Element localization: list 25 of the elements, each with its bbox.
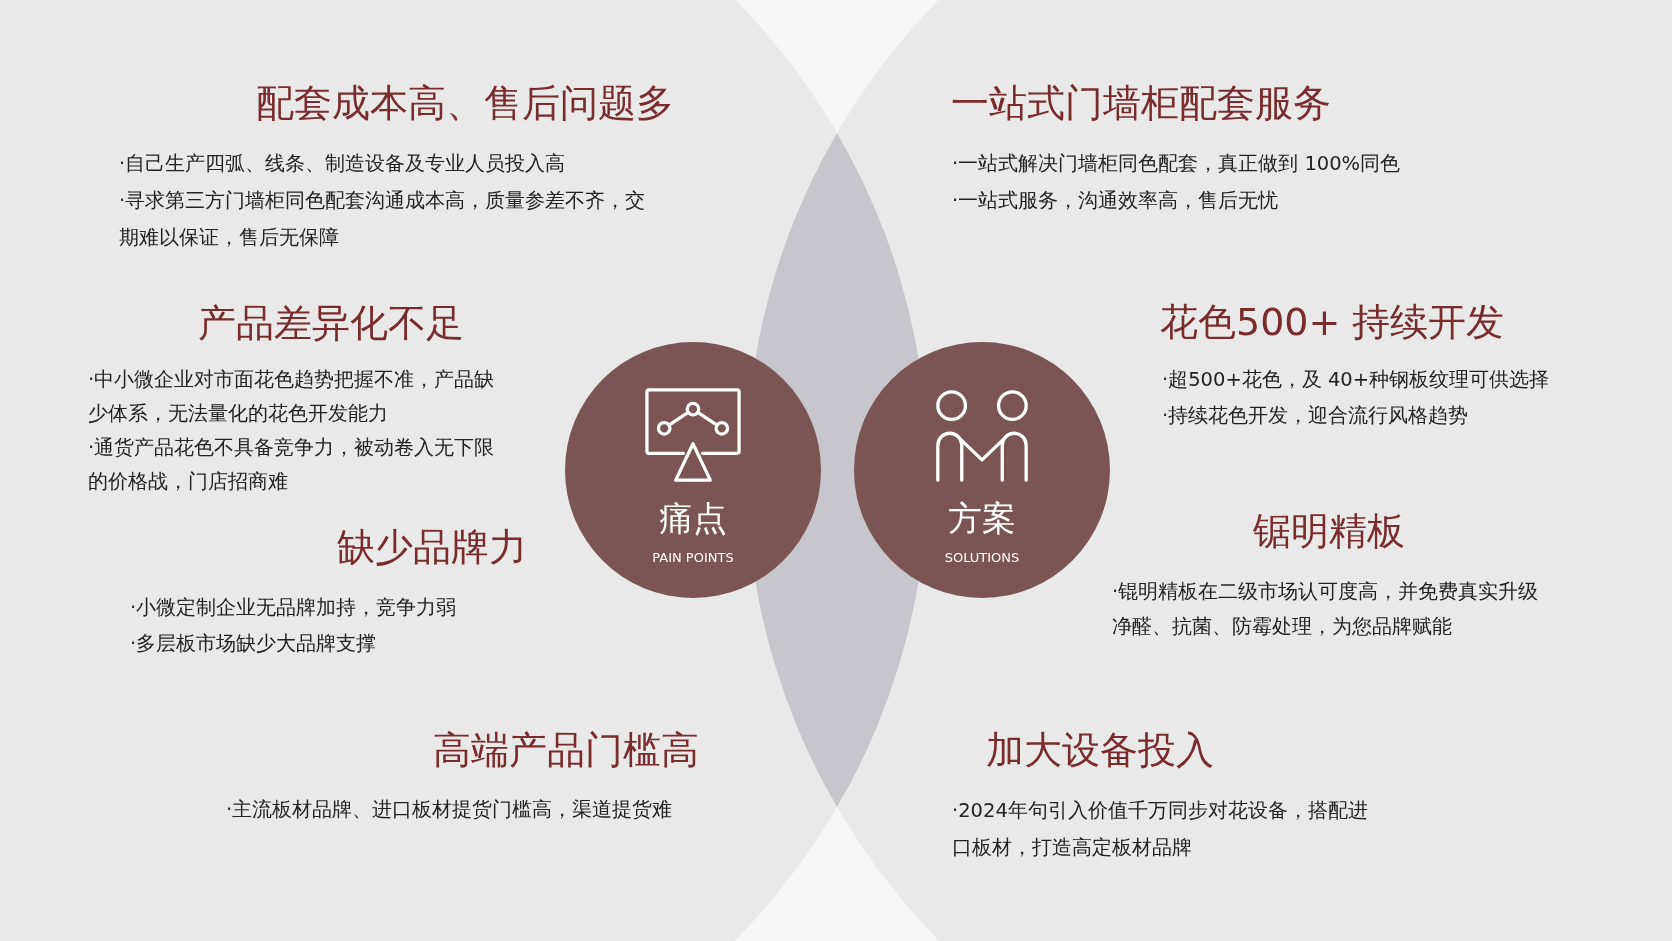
section-heading: 一站式门墙柜配套服务	[951, 80, 1331, 126]
section-heading: 高端产品门槛高	[433, 727, 699, 773]
section-heading: 产品差异化不足	[198, 300, 464, 346]
section-heading: 锯明精板	[1253, 508, 1405, 554]
bullet-text: ·一站式服务，沟通效率高，售后无忧	[952, 187, 1280, 214]
bullet-text: ·主流板材品牌、进口板材提货门槛高，渠道提货难	[226, 797, 674, 823]
bullet-text: ·寻求第三方门墙柜同色配套沟通成本高，质量参差不齐，交期难以保证，售后无保障	[119, 187, 647, 251]
circle-title: 痛点	[659, 498, 727, 538]
bullet-text: ·持续花色开发，迎合流行风格趋势	[1162, 403, 1470, 429]
bullet-text: ·中小微企业对市面花色趋势把握不准，产品缺少体系，无法量化的花色开发能力	[88, 367, 496, 427]
bullet-text: ·一站式解决门墙柜同色配套，真正做到 100%同色	[952, 150, 1402, 177]
bullet-text: ·多层板市场缺少大品牌支撑	[130, 631, 378, 657]
bullet-text: ·小微定制企业无品牌加持，竞争力弱	[130, 595, 458, 621]
bullet-text: ·超500+花色，及 40+种钢板纹理可供选择	[1162, 367, 1551, 393]
bullet-text: ·2024年句引入价值千万同步对花设备，搭配进口板材，打造高定板材品牌	[952, 797, 1369, 861]
bullet-text: ·自己生产四弧、线条、制造设备及专业人员投入高	[119, 150, 567, 177]
section-heading: 花色500+ 持续开发	[1160, 299, 1505, 345]
section-heading: 配套成本高、售后问题多	[256, 80, 674, 126]
circle-title: 方案	[948, 498, 1016, 538]
section-heading: 加大设备投入	[986, 727, 1214, 773]
bullet-text: ·通货产品花色不具备竞争力，被动卷入无下限的价格战，门店招商难	[88, 435, 496, 495]
circle-subtitle: SOLUTIONS	[944, 550, 1020, 566]
circle-subtitle: PAIN POINTS	[652, 550, 734, 566]
bullet-text: ·锟明精板在二级市场认可度高，并免费真实升级净醛、抗菌、防霉处理，为您品牌赋能	[1112, 578, 1540, 640]
section-heading: 缺少品牌力	[337, 524, 527, 570]
